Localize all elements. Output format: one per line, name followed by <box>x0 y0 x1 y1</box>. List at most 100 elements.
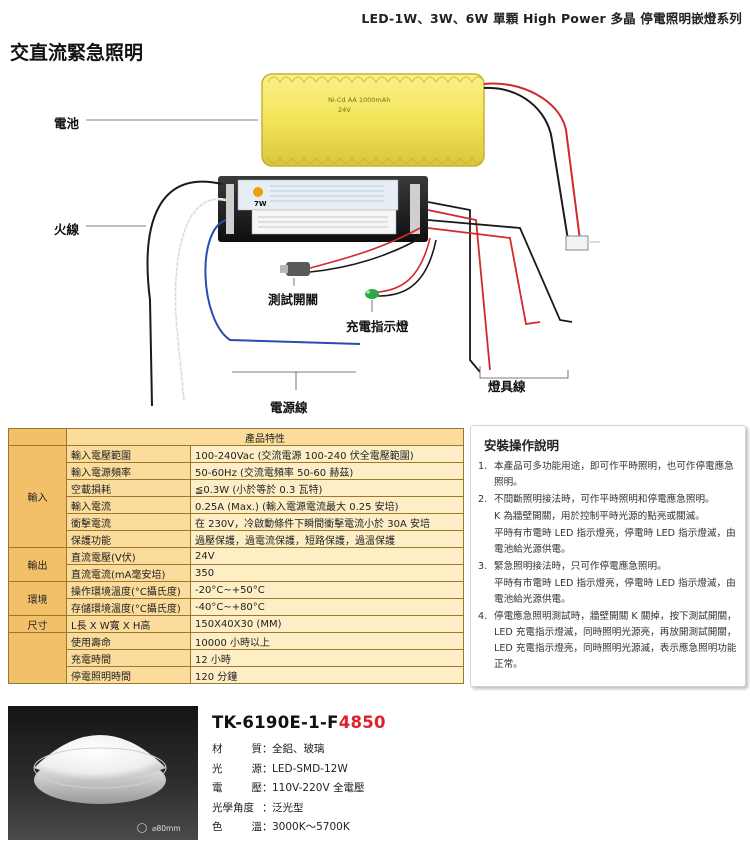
attr-value: 3000K～5700K <box>272 821 350 833</box>
spec-value: 100-240Vac (交流電源 100-240 伏全電壓範圍) <box>190 445 464 463</box>
list-item: 1. 本產品可多功能用途，即可作平時照明，也可作停電應急照明。 <box>478 459 740 491</box>
power-wire-blue <box>204 219 361 345</box>
table-row: 輸入電源頻率 50-60Hz (交流電頻率 50-60 赫茲) <box>9 462 464 480</box>
step-subtext: 平時有市電時 LED 指示燈亮，停電時 LED 指示燈滅，由電池給光源供電。 <box>494 528 736 555</box>
install-title: 安裝操作說明 <box>484 438 560 453</box>
attr-key: 色溫 <box>212 821 262 833</box>
product-photo: ⌀80mm <box>8 706 198 840</box>
wiring-diagram-svg: Ni-Cd AA 1000mAh 24V 7W <box>86 73 600 407</box>
spec-name: 輸入電流 <box>66 496 191 514</box>
step-number: 1. <box>478 461 488 472</box>
list-item: 2. 不間斷照明接法時，可作平時照明和停電應急照明。 <box>478 492 740 508</box>
spec-value: 12 小時 <box>190 649 464 667</box>
spec-value: 過壓保護，過電流保護，短路保護，過溫保護 <box>190 530 464 548</box>
table-row: 輸出 直流電壓(V伏) 24V <box>8 547 464 582</box>
list-item: 4. 停電應急照明測試時，牆壁開關 K 關掉，按下測試開關，LED 充電指示燈滅… <box>478 609 740 673</box>
list-item: 光源 ： LED-SMD-12W <box>212 760 364 780</box>
model-suffix: 4850 <box>338 713 386 732</box>
spec-name: 輸入電源頻率 <box>66 462 191 480</box>
step-subtext: K 為牆壁開關，用於控制平時光源的點亮或關滅。 <box>494 511 705 522</box>
table-row: 保護功能 過壓保護，過電流保護，短路保護，過溫保護 <box>9 530 464 548</box>
attr-key: 材質 <box>212 743 262 755</box>
attr-key: 光學角度 <box>212 801 254 814</box>
table-row: 環境 操作環境溫度(°C攝氏度) -20°C~+50°C <box>8 581 464 616</box>
test-switch <box>280 227 425 276</box>
table-row: 充電時間 12 小時 <box>9 649 464 667</box>
spec-name: 存儲環境溫度(°C攝氏度) <box>66 598 191 616</box>
step-number: 2. <box>478 494 488 505</box>
table-row: 空載損耗 ≦0.3W (小於等於 0.3 瓦特) <box>9 479 464 497</box>
step-text: 本產品可多功能用途，即可作平時照明，也可作停電應急照明。 <box>494 461 734 488</box>
step-text: 停電應急照明測試時，牆壁開關 K 關掉，按下測試開關，LED 充電指示燈滅，同時… <box>494 611 737 670</box>
attr-value: 泛光型 <box>272 801 304 814</box>
attr-value: 全鋁、玻璃 <box>272 743 325 755</box>
list-item: 光學角度 ： 泛光型 <box>212 799 364 819</box>
spec-value: -40°C~+80°C <box>190 598 464 616</box>
spec-value: 0.25A (Max.) (輸入電源電流最大 0.25 安培) <box>190 496 464 514</box>
spec-value: 120 分鐘 <box>190 666 464 684</box>
table-row: 存儲環境溫度(°C攝氏度) -40°C~+80°C <box>9 598 464 616</box>
product-attributes: 材質 ： 全鋁、玻璃 光源 ： LED-SMD-12W 電壓 ： 110V-22… <box>212 740 364 838</box>
install-panel <box>470 425 746 687</box>
spec-value: ≦0.3W (小於等於 0.3 瓦特) <box>190 479 464 497</box>
step-text: 不間斷照明接法時，可作平時照明和停電應急照明。 <box>494 494 715 505</box>
photo-size-note: ⌀80mm <box>152 824 181 833</box>
model-prefix: TK-6190E-1-F <box>212 713 339 732</box>
callout-lamp-wire: 燈具線 <box>488 379 526 394</box>
spec-value: 24V <box>190 547 464 565</box>
table-row: 產品特性 <box>8 428 464 446</box>
spec-name: L長 X W寬 X H高 <box>66 615 191 633</box>
spec-value: 350 <box>190 564 464 582</box>
table-row: 直流電流(mA毫安培) 350 <box>9 564 464 582</box>
series-title: LED-1W、3W、6W 單顆 High Power 多晶 停電照明嵌燈系列 <box>361 11 742 26</box>
step-text: 緊急照明接法時，只可作停電應急照明。 <box>494 561 667 572</box>
wiring-diagram: Ni-Cd AA 1000mAh 24V 7W <box>0 60 750 420</box>
callout-test-switch: 測試開關 <box>268 292 319 307</box>
emergency-driver: 7W <box>218 176 428 242</box>
battery-red-wire <box>483 82 581 241</box>
page-title: 交直流緊急照明 <box>10 42 144 64</box>
list-item: 3. 緊急照明接法時，只可作停電應急照明。 <box>478 559 740 575</box>
spec-name: 輸入電壓範圍 <box>66 445 191 463</box>
spec-name: 使用壽命 <box>66 632 191 650</box>
product-model: TK-6190E-1-F4850 <box>212 713 386 732</box>
callout-battery: 電池 <box>54 116 80 131</box>
callout-charge-indicator: 充電指示燈 <box>346 319 409 334</box>
step-number: 3. <box>478 561 488 572</box>
driver-wattage-label: 7W <box>254 200 267 208</box>
spec-name: 空載損耗 <box>66 479 191 497</box>
spec-value: -20°C~+50°C <box>190 581 464 599</box>
install-steps: 1. 本產品可多功能用途，即可作平時照明，也可作停電應急照明。 2. 不間斷照明… <box>478 459 740 674</box>
list-item: 色溫 ： 3000K～5700K <box>212 818 364 838</box>
spec-value: 10000 小時以上 <box>190 632 464 650</box>
step-subtext: 平時有市電時 LED 指示燈亮，停電時 LED 指示燈滅，由電池給光源供電。 <box>494 578 736 605</box>
list-item: 材質 ： 全鋁、玻璃 <box>212 740 364 760</box>
battery-label-1: Ni-Cd AA 1000mAh <box>328 96 390 104</box>
battery-label-2: 24V <box>338 106 351 114</box>
callout-live-wire: 火線 <box>54 222 80 237</box>
group-environment: 環境 <box>8 581 67 616</box>
charge-indicator-led <box>365 237 437 299</box>
spec-name: 保護功能 <box>66 530 191 548</box>
attr-value: 110V-220V 全電壓 <box>272 782 365 794</box>
spec-value: 在 230V，冷啟動條件下瞬間衝擊電流小於 30A 安培 <box>190 513 464 531</box>
install-instructions: 安裝操作說明 1. 本產品可多功能用途，即可作平時照明，也可作停電應急照明。 2… <box>470 425 746 695</box>
attr-key: 光源 <box>212 762 262 775</box>
table-row: 輸入電流 0.25A (Max.) (輸入電源電流最大 0.25 安培) <box>9 496 464 514</box>
spec-name: 充電時間 <box>66 649 191 667</box>
table-row: 尺寸 L長 X W寬 X H高 150X40X30 (MM) <box>8 615 464 633</box>
battery-black-wire <box>483 86 569 241</box>
attr-value: LED-SMD-12W <box>272 762 348 775</box>
list-item: 電壓 ： 110V-220V 全電壓 <box>212 779 364 799</box>
spec-name: 停電照明時間 <box>66 666 191 684</box>
live-wire-black <box>146 180 223 407</box>
table-row: 衝擊電流 在 230V，冷啟動條件下瞬間衝擊電流小於 30A 安培 <box>9 513 464 531</box>
group-cell <box>8 428 67 446</box>
spec-table-title: 產品特性 <box>66 428 464 446</box>
spec-value: 50-60Hz (交流電頻率 50-60 赫茲) <box>190 462 464 480</box>
attr-key: 電壓 <box>212 782 262 794</box>
spec-value: 150X40X30 (MM) <box>190 615 464 633</box>
table-row: 輸入 輸入電壓範圍 100-240Vac (交流電源 100-240 伏全電壓範… <box>8 445 464 548</box>
spec-name: 衝擊電流 <box>66 513 191 531</box>
battery-pack: Ni-Cd AA 1000mAh 24V <box>261 73 485 167</box>
